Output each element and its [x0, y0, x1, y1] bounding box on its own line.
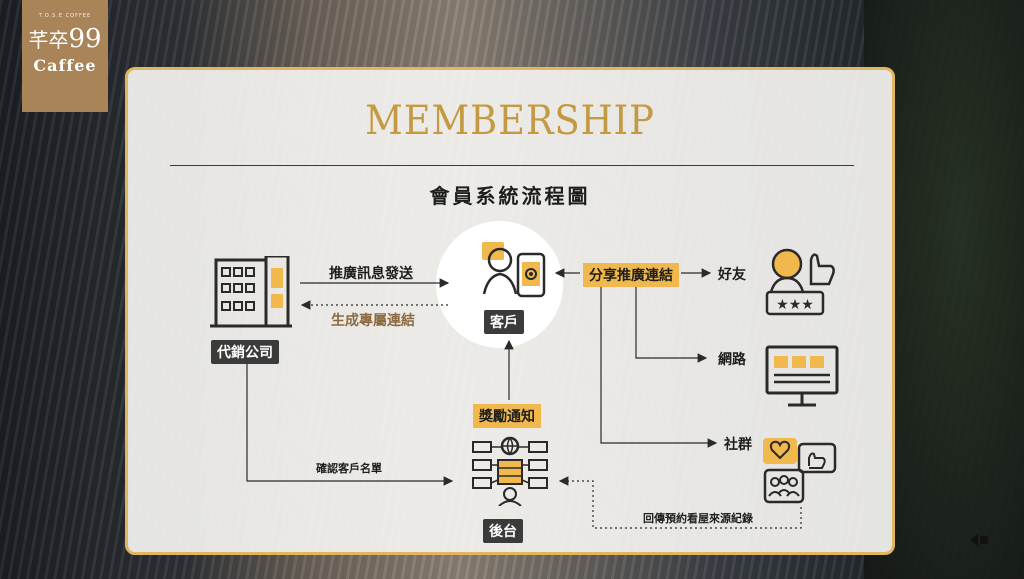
flow-connectors	[246, 268, 802, 529]
monitor-icon	[765, 345, 839, 407]
svg-text:★★★: ★★★	[776, 297, 814, 313]
logo-mark: 芊卒99	[28, 24, 102, 54]
community-chat-icon	[763, 438, 837, 504]
reward-notice-label: 獎勵通知	[473, 404, 541, 428]
arrow-confirm-list	[246, 358, 454, 486]
share-link-label: 分享推廣連結	[583, 263, 679, 287]
friends-label: 好友	[718, 267, 746, 283]
agency-label: 代銷公司	[211, 340, 279, 364]
building-icon	[210, 256, 292, 328]
friends-review-icon: ★★★	[765, 248, 835, 316]
card-subtitle: 會員系統流程圖	[429, 184, 591, 208]
presentation-nav-icon[interactable]	[966, 530, 992, 550]
membership-card: MEMBERSHIP 會員系統流程圖	[125, 67, 895, 555]
logo-tagline: T.O.S.E COFFEE	[38, 13, 92, 19]
arrow-web	[635, 283, 708, 363]
web-label: 網路	[718, 352, 746, 368]
arrow-community	[600, 283, 718, 448]
backend-label: 後台	[483, 519, 523, 543]
card-title: MEMBERSHIP	[365, 98, 655, 144]
promo-message-label: 推廣訊息發送	[329, 266, 413, 282]
title-divider	[170, 165, 854, 166]
return-records-label: 回傳預約看屋來源紀錄	[643, 512, 753, 525]
customer-label: 客戶	[484, 310, 524, 334]
backend-network-icon	[472, 436, 548, 506]
generate-link-label: 生成專屬連結	[331, 313, 415, 329]
arrow-return-records	[558, 476, 802, 529]
logo-name: Caffee	[33, 56, 97, 75]
customer-phone-icon	[482, 242, 546, 298]
confirm-list-label: 確認客戶名單	[316, 462, 382, 475]
community-label: 社群	[724, 437, 752, 453]
brand-logo: T.O.S.E COFFEE 芊卒99 Caffee	[22, 0, 108, 112]
